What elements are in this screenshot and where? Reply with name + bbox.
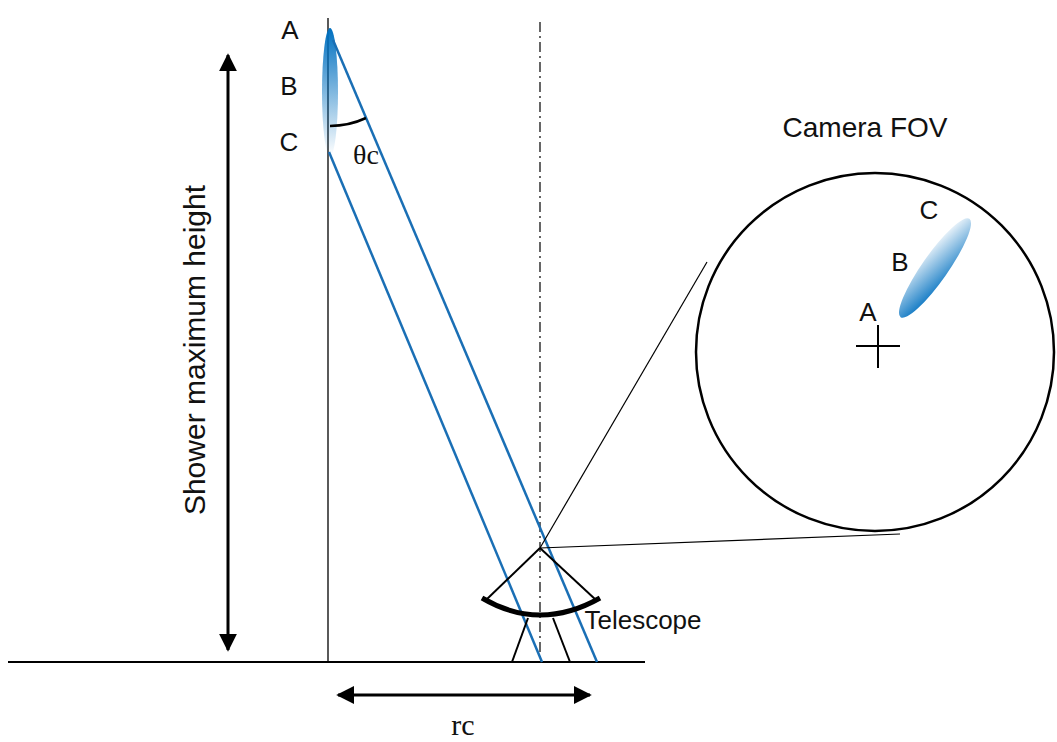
point-label: C — [920, 197, 939, 223]
point-label: B — [280, 73, 297, 99]
point-label: C — [280, 129, 299, 155]
point-label: B — [891, 249, 908, 275]
height-label: Shower maximum height — [180, 185, 210, 515]
fov-title: Camera FOV — [783, 114, 948, 142]
camera-fov-circle: Camera FOV CBA — [693, 100, 1057, 534]
angle-label: θc — [353, 141, 379, 169]
telescope-label: Telescope — [584, 607, 701, 633]
point-label: A — [859, 299, 876, 325]
distance-label: rc — [451, 710, 474, 740]
point-label: A — [281, 17, 298, 43]
